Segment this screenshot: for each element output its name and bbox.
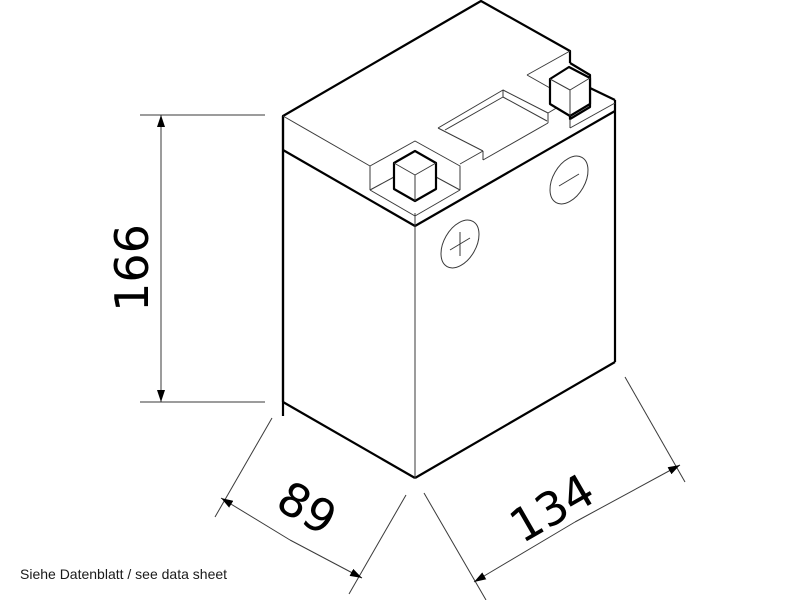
width-dimension: 89 [214, 417, 407, 595]
negative-terminal [548, 65, 592, 118]
width-value: 89 [268, 470, 346, 546]
negative-symbol-icon [549, 155, 589, 205]
length-value: 134 [500, 463, 603, 554]
length-dimension: 134 [423, 376, 686, 600]
caption-text: Siehe Datenblatt / see data sheet [20, 566, 228, 582]
height-dimension: 166 [105, 114, 265, 403]
height-value: 166 [105, 224, 159, 312]
positive-terminal [392, 149, 438, 203]
positive-symbol-icon [440, 219, 480, 269]
battery-body [281, 0, 617, 479]
